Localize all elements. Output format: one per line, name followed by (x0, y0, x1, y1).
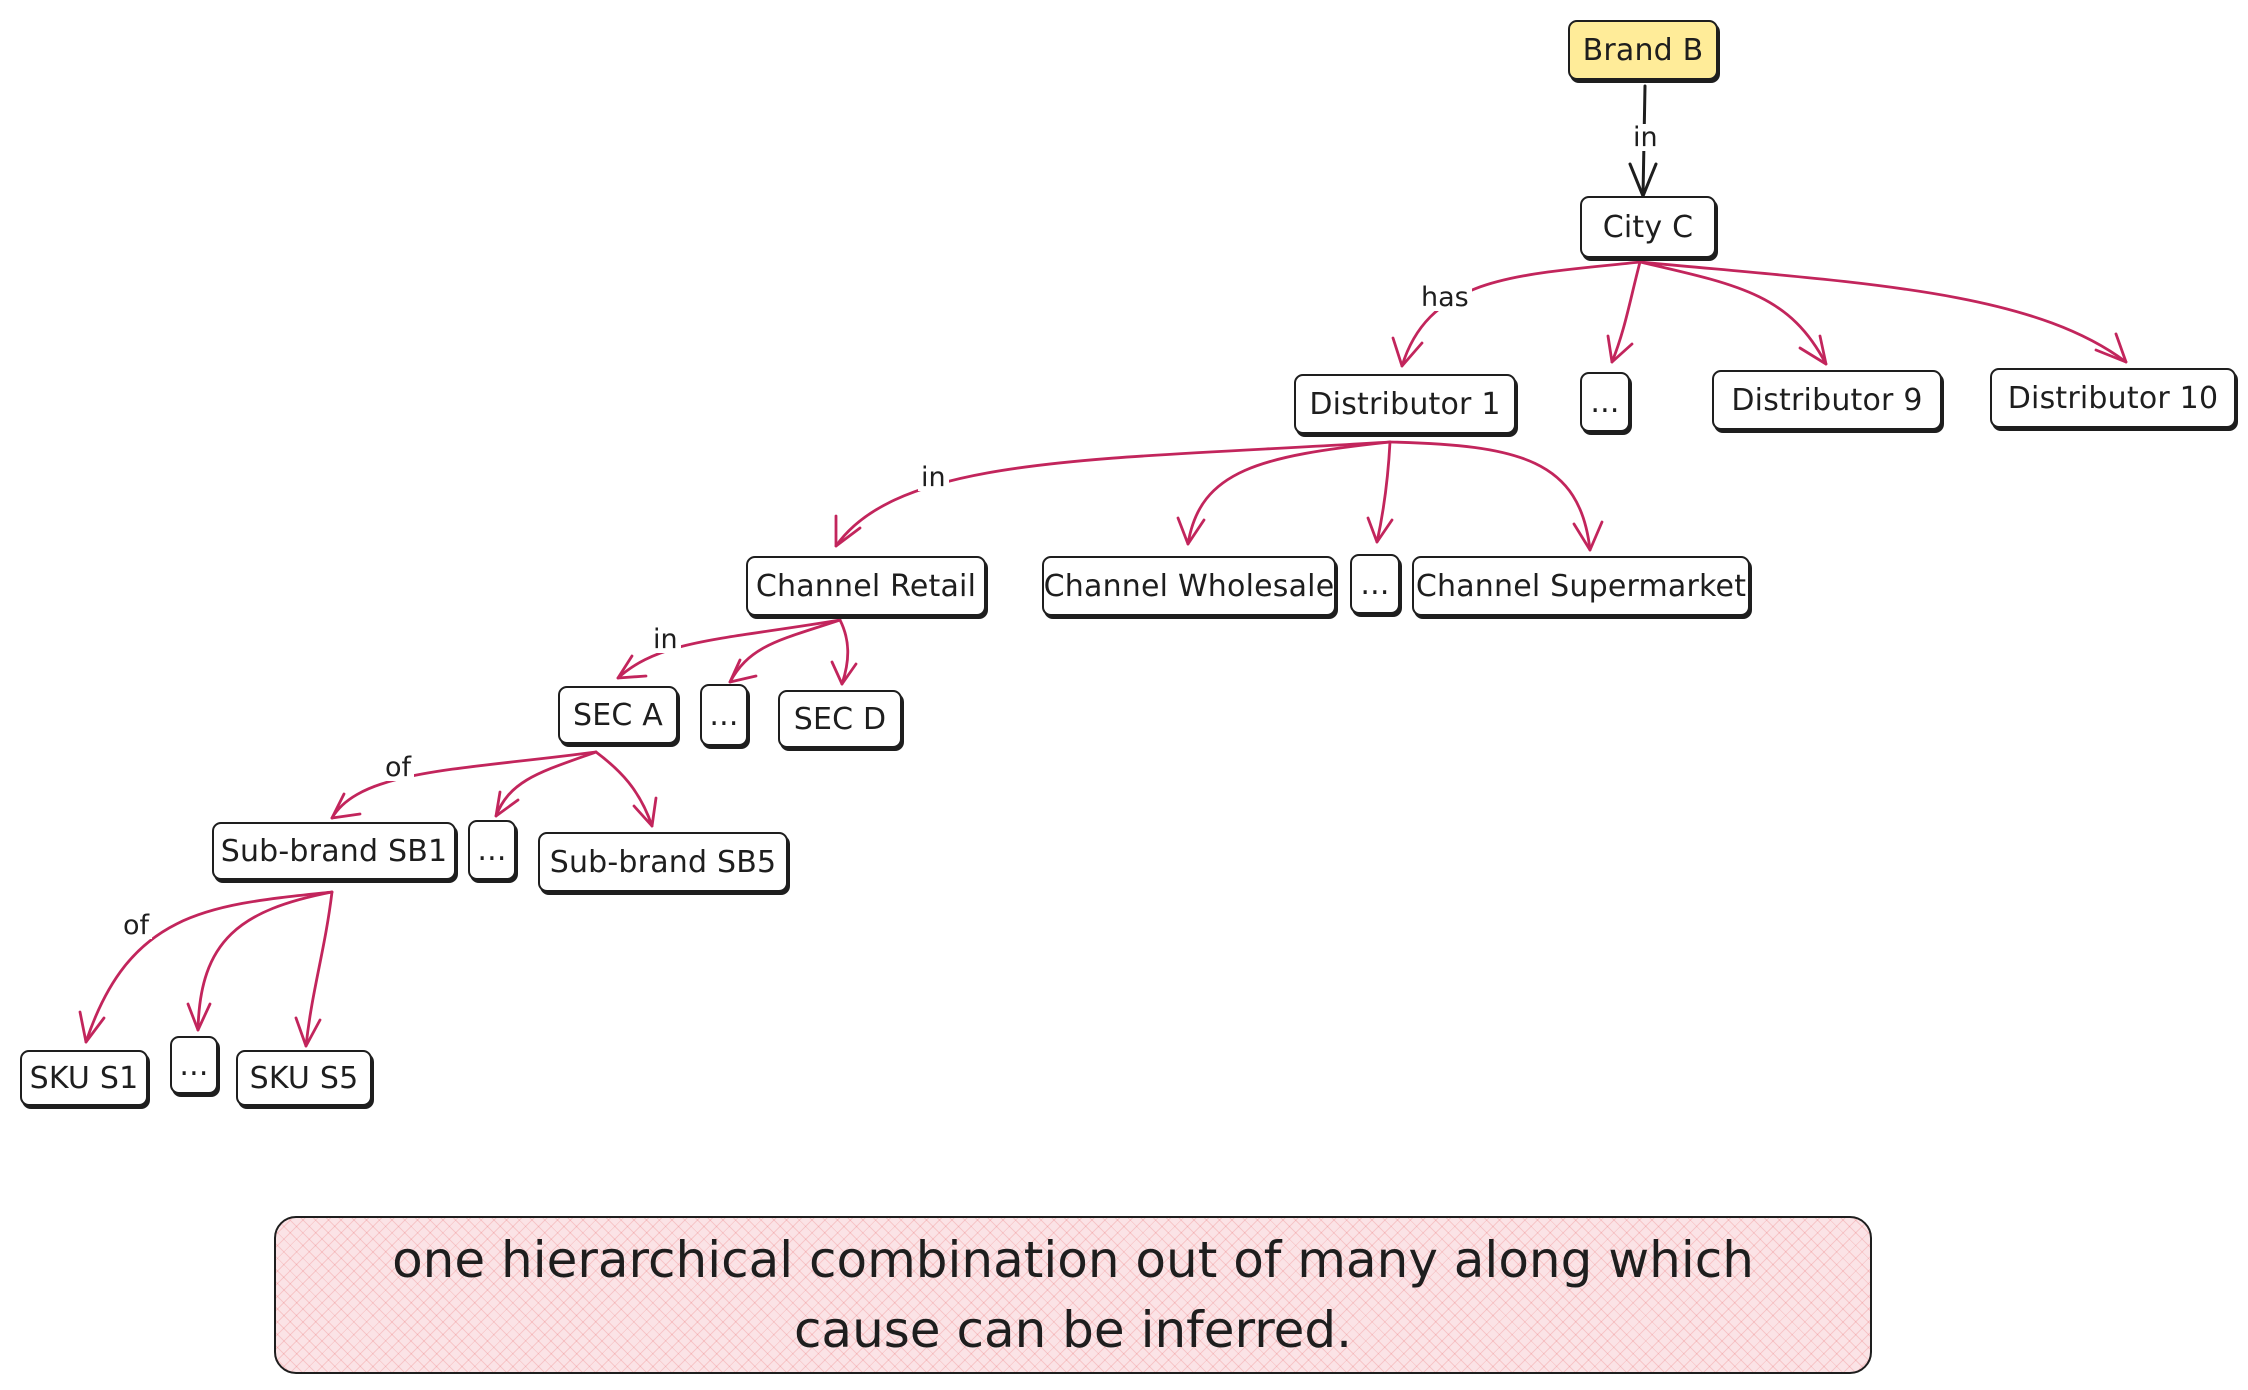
node-sec-ellipsis[interactable]: ... (700, 684, 748, 746)
edge-sec-to-subbrand-ellipsis (494, 750, 598, 818)
edge-city-to-distributor-9 (1638, 260, 1828, 366)
edge-label-brand-city: in (1630, 124, 1661, 151)
edge-city-to-distributor-1 (1391, 260, 1642, 368)
node-channel-supermarket[interactable]: Channel Supermarket (1412, 556, 1750, 616)
node-channel-ellipsis[interactable]: ... (1350, 554, 1400, 614)
caption-box: one hierarchical combination out of many… (274, 1216, 1872, 1374)
edge-sec-to-subbrand-sb5 (594, 750, 658, 828)
edge-label-distributor-channel: in (918, 464, 949, 491)
edge-city-to-distributor-ellipsis (1606, 260, 1642, 364)
edge-distributor-to-channel-wholesale (1176, 440, 1392, 546)
edge-sec-to-subbrand-sb1 (330, 750, 598, 820)
edge-distributor-to-channel-supermarket (1388, 440, 1604, 552)
node-distributor-10[interactable]: Distributor 10 (1990, 368, 2236, 428)
edge-channel-to-sec-a (616, 618, 842, 680)
node-sec-a[interactable]: SEC A (558, 686, 678, 744)
edge-label-subbrand-sku: of (120, 912, 153, 939)
node-channel-retail[interactable]: Channel Retail (746, 556, 986, 616)
node-sec-d[interactable]: SEC D (778, 690, 902, 748)
edge-channel-to-sec-ellipsis (728, 618, 842, 684)
node-channel-wholesale[interactable]: Channel Wholesale (1042, 556, 1336, 616)
edge-subbrand-to-sku-ellipsis (186, 890, 334, 1032)
edge-subbrand-to-sku-s1 (78, 890, 334, 1044)
edge-label-sec-subbrand: of (382, 754, 415, 781)
node-city-c[interactable]: City C (1580, 196, 1716, 258)
node-sku-s5[interactable]: SKU S5 (236, 1050, 372, 1106)
node-distributor-9[interactable]: Distributor 9 (1712, 370, 1942, 430)
node-subbrand-sb5[interactable]: Sub-brand SB5 (538, 832, 788, 892)
node-subbrand-sb1[interactable]: Sub-brand SB1 (212, 822, 456, 880)
edge-distributor-to-channel-ellipsis (1366, 440, 1394, 544)
edge-distributor-to-channel-retail (834, 440, 1392, 548)
node-sku-s1[interactable]: SKU S1 (20, 1050, 148, 1106)
node-distributor-1[interactable]: Distributor 1 (1294, 374, 1516, 434)
edge-channel-to-sec-d (830, 618, 858, 686)
edge-subbrand-to-sku-s5 (294, 890, 334, 1048)
edge-label-channel-sec: in (650, 626, 681, 653)
node-brand-b[interactable]: Brand B (1568, 20, 1718, 80)
node-distributor-ellipsis[interactable]: ... (1580, 372, 1630, 432)
edge-label-city-distributor: has (1418, 284, 1472, 311)
node-sku-ellipsis[interactable]: ... (170, 1036, 218, 1094)
edge-city-to-distributor-10 (1638, 260, 2128, 364)
node-subbrand-ellipsis[interactable]: ... (468, 820, 516, 880)
caption-text: one hierarchical combination out of many… (392, 1231, 1754, 1359)
